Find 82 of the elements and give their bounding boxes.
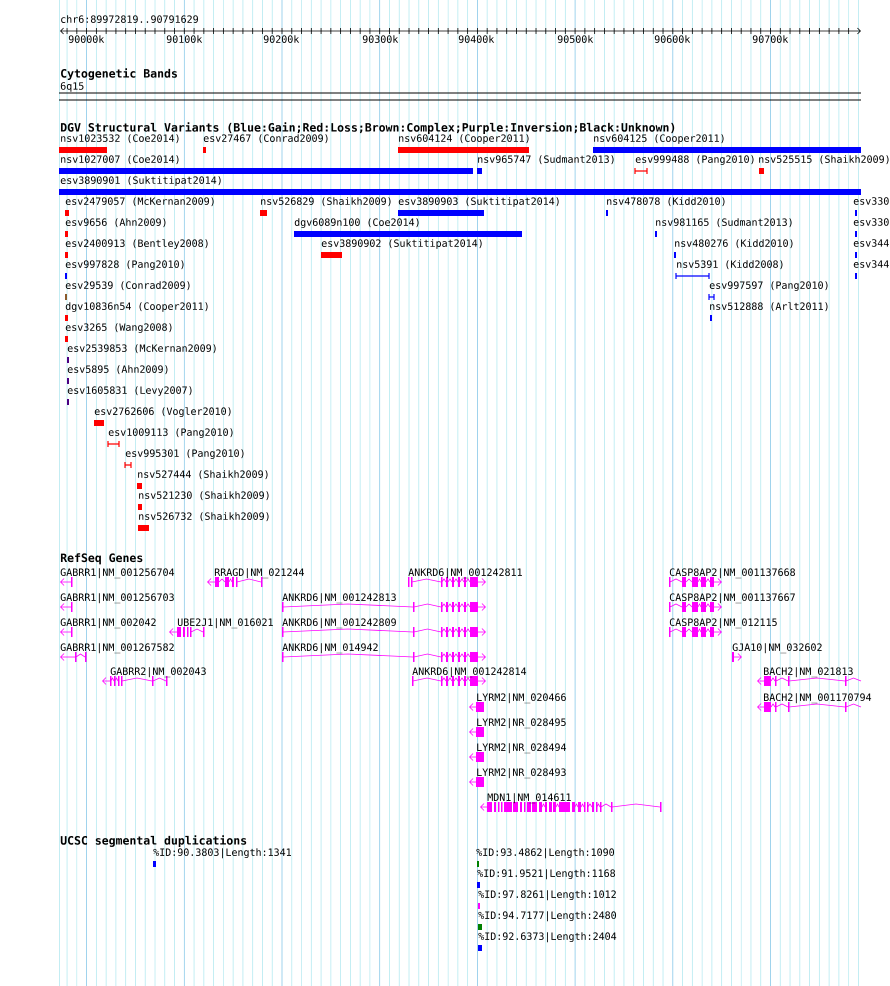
variant-label: nsv1027007 (Coe2014) <box>61 155 179 164</box>
variant-label: nsv527444 (Shaikh2009) <box>138 470 268 480</box>
gene-label: ANKRD6|NM_001242814 <box>412 667 526 678</box>
track-heading: RefSeq Genes <box>60 553 142 564</box>
variant-label: nsv604125 (Cooper2011) <box>594 134 724 144</box>
variant-label: nsv965747 (Sudmant2013) <box>478 155 614 164</box>
gene-label: MDN1|NM_014611 <box>488 793 571 804</box>
variant-label: nsv1023532 (Coe2014) <box>61 134 179 144</box>
tick-label: 90600k <box>654 35 690 43</box>
track-heading: Cytogenetic Bands <box>61 68 177 80</box>
duplication-label: %ID:97.8261|Length:1012 <box>478 890 616 900</box>
gene-label: LYRM2|NR_028493 <box>477 768 566 778</box>
variant-label: esv2762606 (Vogler2010) <box>94 407 231 417</box>
variant-label: dgv6089n100 (Coe2014) <box>294 218 419 228</box>
variant-label: esv330 <box>854 197 889 205</box>
gene-label: GABRR1|NM_001267582 <box>60 643 174 654</box>
variant-label: nsv478078 (Kidd2010) <box>607 197 725 206</box>
gene-label: LYRM2|NR_028494 <box>477 743 566 754</box>
gene-label: GABRR2|NM_002043 <box>110 667 206 678</box>
variant-label: nsv521230 (Shaikh2009) <box>139 491 269 500</box>
gene-label: GABRR1|NM_001256703 <box>60 593 174 604</box>
gene-label: CASP8AP2|NM_012115 <box>670 618 777 628</box>
gene-label: GJA10|NM_032602 <box>732 643 822 654</box>
variant-label: esv999488 (Pang2010) <box>636 155 754 165</box>
variant-label: esv3890901 (Suktitipat2014) <box>60 176 221 186</box>
variant-label: esv997828 (Pang2010) <box>66 260 184 270</box>
variant-label: nsv526732 (Shaikh2009) <box>139 512 269 522</box>
variant-label: esv344 <box>854 260 889 268</box>
gene-label: LYRM2|NR_028495 <box>477 718 566 728</box>
tick-label: 90100k <box>166 35 202 43</box>
gene-label: GABRR1|NM_001256704 <box>60 568 174 578</box>
variant-label: nsv525515 (Shaikh2009) <box>759 155 889 164</box>
variant-label: esv2400913 (Bentley2008) <box>66 239 208 249</box>
variant-label: nsv480276 (Kidd2010) <box>675 239 793 248</box>
variant-label: esv997597 (Pang2010) <box>710 281 828 291</box>
variant-label: nsv5391 (Kidd2008) <box>677 260 782 270</box>
variant-label: nsv512888 (Arlt2011) <box>710 302 828 312</box>
tick-label: 90300k <box>362 35 398 43</box>
tick-label: 90700k <box>752 35 788 43</box>
variant-label: esv29539 (Conrad2009) <box>66 281 190 290</box>
gene-label: ANKRD6|NM_001242811 <box>408 568 522 578</box>
variant-label: esv3890903 (Suktitipat2014) <box>398 197 559 207</box>
track-heading: DGV Structural Variants (Blue:Gain;Red:Loss;Brown:Complex;Purple:Inversion;Black:Unknown) <box>60 122 674 134</box>
gene-label: BACH2|NM_001170794 <box>764 693 872 704</box>
gene-label: ANKRD6|NM_014942 <box>282 643 378 654</box>
variant-label: esv2479057 (McKernan2009) <box>66 197 214 206</box>
variant-label: esv1009113 (Pang2010) <box>108 428 233 438</box>
variant-label: esv2539853 (McKernan2009) <box>68 344 216 354</box>
variant-label: esv9656 (Ahn2009) <box>66 218 166 228</box>
variant-label: esv3265 (Wang2008) <box>66 323 172 333</box>
gene-label: CASP8AP2|NM_001137667 <box>670 593 795 604</box>
gene-label: ANKRD6|NM_001242809 <box>282 618 396 628</box>
tick-label: 90500k <box>558 35 594 43</box>
tick-label: 90400k <box>458 35 494 43</box>
variant-label: esv27467 (Conrad2009) <box>204 134 328 144</box>
variant-label: esv5895 (Ahn2009) <box>68 365 168 374</box>
gene-label: LYRM2|NM_020466 <box>477 693 566 704</box>
duplication-label: %ID:93.4862|Length:1090 <box>476 848 614 858</box>
duplication-label: %ID:91.9521|Length:1168 <box>477 869 616 880</box>
gene-label: UBE2J1|NM_016021 <box>178 618 273 628</box>
tick-label: 90200k <box>264 35 300 43</box>
duplication-label: %ID:90.3803|Length:1341 <box>153 848 291 858</box>
variant-label: dgv10836n54 (Cooper2011) <box>66 302 208 312</box>
variant-label: nsv526829 (Shaikh2009) <box>261 197 391 206</box>
variant-label: nsv981165 (Sudmant2013) <box>656 218 792 228</box>
gene-label: BACH2|NM_021813 <box>764 667 853 678</box>
variant-label: esv995301 (Pang2010) <box>126 449 244 459</box>
band-label: 6q15 <box>60 82 84 92</box>
variant-label: nsv604124 (Cooper2011) <box>399 134 529 144</box>
duplication-label: %ID:92.6373|Length:2404 <box>478 932 616 942</box>
gene-label: CASP8AP2|NM_001137668 <box>670 568 795 578</box>
locus-title: chr6:89972819..90791629 <box>61 15 198 23</box>
tick-label: 90000k <box>68 35 104 43</box>
gene-label: RRAGD|NM_021244 <box>214 568 304 578</box>
track-heading: UCSC segmental duplications <box>60 835 246 847</box>
variant-label: esv3890902 (Suktitipat2014) <box>322 239 482 249</box>
gene-label: ANKRD6|NM_001242813 <box>282 593 396 604</box>
variant-label: esv1605831 (Levy2007) <box>68 386 192 396</box>
gene-label: GABRR1|NM_002042 <box>60 618 156 628</box>
variant-label: esv344 <box>854 239 889 247</box>
duplication-label: %ID:94.7177|Length:2480 <box>478 911 616 922</box>
variant-label: esv330 <box>854 218 889 226</box>
